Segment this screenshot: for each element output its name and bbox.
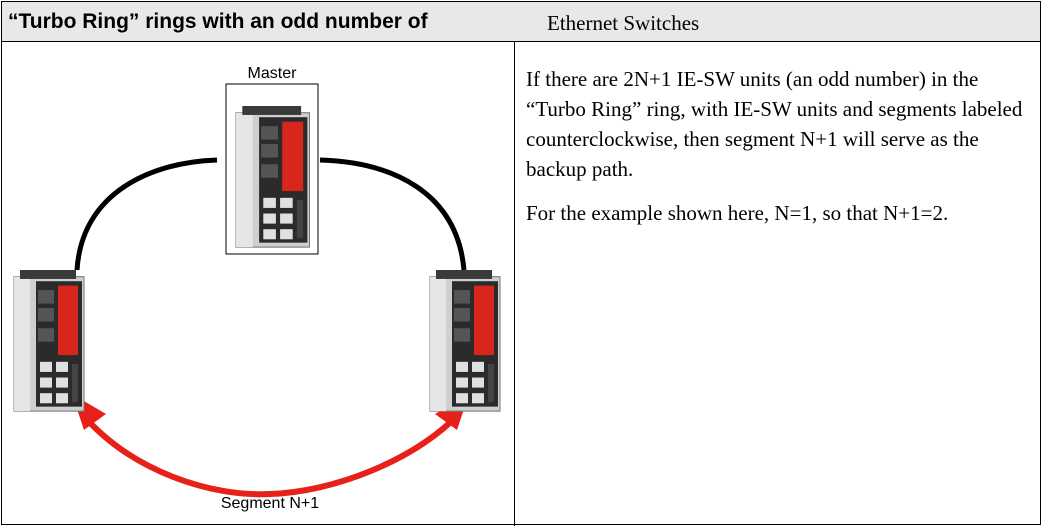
ring-segment-path bbox=[319, 157, 467, 271]
section-header: “Turbo Ring” rings with an odd number of… bbox=[2, 2, 1040, 42]
column-divider bbox=[514, 42, 515, 526]
ethernet-switch-icon bbox=[235, 105, 311, 248]
header-title-rest: Ethernet Switches bbox=[547, 11, 700, 35]
header-title-bold: “Turbo Ring” rings with an odd number of bbox=[8, 10, 428, 33]
description-paragraph-1: If there are 2N+1 IE-SW units (an odd nu… bbox=[526, 67, 1023, 181]
master-frame bbox=[225, 83, 319, 255]
segment-label: Segment N+1 bbox=[221, 495, 319, 512]
description-text: If there are 2N+1 IE-SW units (an odd nu… bbox=[526, 64, 1038, 242]
backup-path-arrow bbox=[79, 411, 462, 498]
ethernet-switch-icon bbox=[429, 269, 501, 412]
description-paragraph-2: For the example shown here, N=1, so that… bbox=[526, 201, 949, 225]
ethernet-switch-icon bbox=[13, 269, 85, 412]
ring-segment-path bbox=[74, 157, 218, 271]
ring-diagram: Master Segment N+1 bbox=[2, 42, 514, 526]
master-label: Master bbox=[248, 65, 298, 82]
